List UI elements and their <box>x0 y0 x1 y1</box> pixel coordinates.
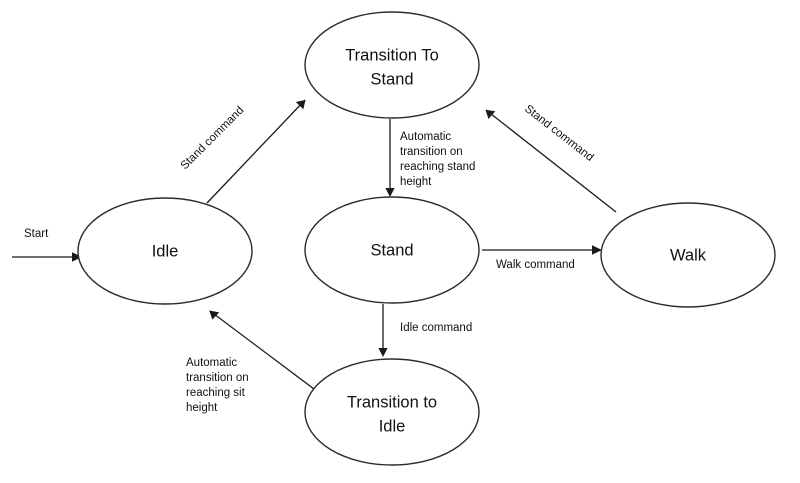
arrowhead-icon <box>378 348 388 357</box>
edge-label-line: transition on <box>400 146 463 158</box>
edge-line <box>209 310 319 393</box>
node-shape-ellipse[interactable] <box>304 196 480 304</box>
edge-label-automatic-sit: Automatic transition on reaching sit hei… <box>186 357 249 414</box>
node-shape-ellipse[interactable] <box>304 11 480 119</box>
node-shape-ellipse[interactable] <box>304 358 480 466</box>
arrowhead-icon <box>295 100 306 110</box>
arrowhead-icon <box>385 188 395 197</box>
node-label-transition-to-stand-line1: Transition To <box>345 46 439 64</box>
node-idle[interactable]: Idle <box>77 197 253 305</box>
edge-label-walk-command: Walk command <box>496 259 575 271</box>
edge-stand-to-transition-to-idle <box>378 304 388 357</box>
edge-line <box>206 99 306 204</box>
node-transition-to-stand[interactable]: Transition To Stand <box>304 11 480 119</box>
node-stand[interactable]: Stand <box>304 196 480 304</box>
node-transition-to-idle[interactable]: Transition to Idle <box>304 358 480 466</box>
edge-label-line: transition on <box>186 372 249 384</box>
arrowhead-icon <box>485 109 496 119</box>
node-walk[interactable]: Walk <box>600 202 776 308</box>
edge-label-line: Automatic <box>186 357 237 369</box>
edge-label-line: reaching stand <box>400 161 475 173</box>
edge-start-to-idle <box>12 252 82 262</box>
node-label-transition-to-stand-line2: Stand <box>370 70 413 88</box>
start-arrowhead-icon <box>72 252 82 262</box>
node-shape-ellipse[interactable] <box>600 202 776 308</box>
edge-label-automatic-stand: Automatic transition on reaching stand h… <box>400 131 475 188</box>
edge-label-line: height <box>400 176 432 188</box>
node-label-transition-to-idle-line1: Transition to <box>347 393 437 411</box>
arrowhead-icon <box>592 245 602 255</box>
edge-idle-to-transition-to-stand <box>206 99 306 204</box>
node-label-stand: Stand <box>370 241 413 259</box>
edge-line <box>485 109 617 213</box>
edge-label-line: reaching sit <box>186 387 246 399</box>
arrowhead-icon <box>209 310 220 320</box>
start-label: Start <box>24 228 49 240</box>
edge-label-stand-command-left: Stand command <box>179 104 247 172</box>
node-label-walk: Walk <box>670 246 707 264</box>
edge-stand-to-walk <box>482 245 602 255</box>
edge-label-stand-command-right: Stand command <box>522 103 595 164</box>
edge-transition-to-stand-to-stand <box>385 119 395 197</box>
edge-label-line: Automatic <box>400 131 451 143</box>
edge-walk-to-transition-to-stand <box>485 109 617 213</box>
edge-transition-to-idle-to-idle <box>209 310 319 393</box>
node-label-idle: Idle <box>152 242 179 260</box>
edge-label-idle-command: Idle command <box>400 322 472 334</box>
node-shape-ellipse[interactable] <box>77 197 253 305</box>
node-label-transition-to-idle-line2: Idle <box>379 417 406 435</box>
edge-label-line: height <box>186 402 218 414</box>
